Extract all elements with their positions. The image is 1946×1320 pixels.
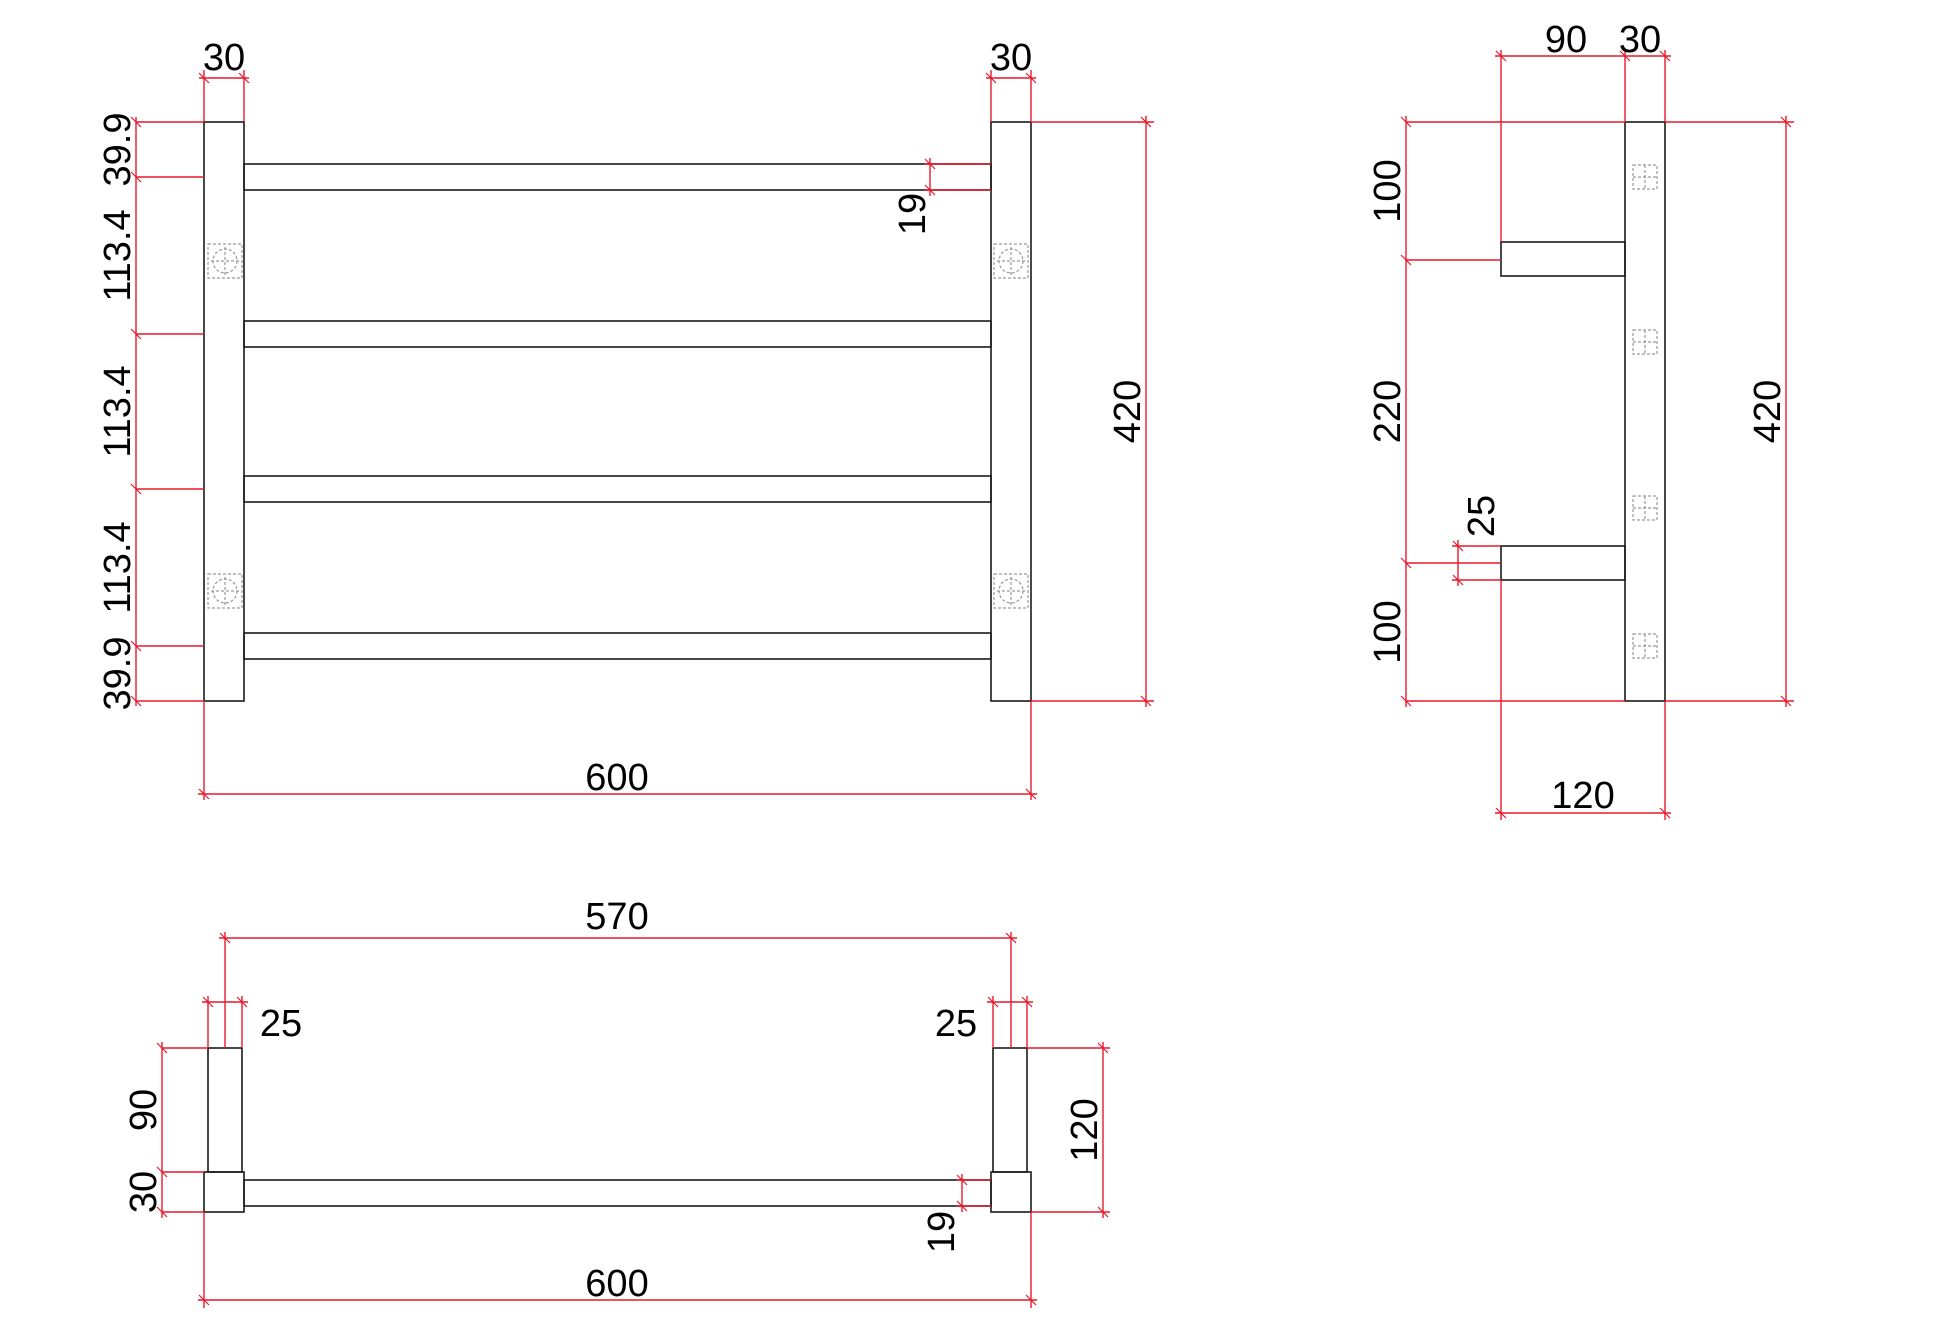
- side-arm-length-label: 90: [1545, 19, 1587, 61]
- side-bottom-arm: [1500, 545, 1626, 581]
- side-post-depth-label: 30: [1619, 19, 1661, 61]
- front-bar: [243, 163, 992, 191]
- bracket-icon: [1632, 633, 1658, 659]
- top-right-arm-width-label: 25: [935, 1003, 977, 1045]
- side-depth-label: 120: [1551, 775, 1614, 817]
- front-height-label: 420: [1107, 380, 1149, 443]
- front-bar: [243, 320, 992, 348]
- front-bar: [243, 475, 992, 503]
- top-depth-label: 120: [1064, 1098, 1106, 1161]
- top-right-arm: [992, 1047, 1028, 1173]
- front-bars: [243, 163, 992, 660]
- front-dimension-lines: [130, 70, 1154, 800]
- side-bottom-offset-label: 100: [1367, 600, 1409, 663]
- top-left-arm: [207, 1047, 243, 1173]
- bracket-icon: [1632, 495, 1658, 521]
- top-view: 570 25 25 90 30 19 120 600: [123, 896, 1110, 1308]
- top-right-post: [990, 1171, 1032, 1213]
- top-bar: [243, 1179, 992, 1207]
- top-bar-thickness-label: 19: [921, 1211, 963, 1253]
- top-left-post: [203, 1171, 245, 1213]
- front-width-label: 600: [585, 757, 648, 799]
- top-arm-length-label: 90: [123, 1089, 165, 1131]
- front-fixing-brackets: [207, 243, 1029, 609]
- bracket-icon: [1632, 164, 1658, 190]
- bracket-icon: [207, 243, 243, 279]
- side-arm-spacing-label: 220: [1367, 380, 1409, 443]
- front-left-post: [203, 121, 245, 702]
- top-dimension-lines: [156, 932, 1110, 1308]
- side-height-label: 420: [1747, 380, 1789, 443]
- front-left-post-width-label: 30: [203, 37, 245, 79]
- top-post-depth-label: 30: [123, 1171, 165, 1213]
- front-gap-bottom-label: 39.9: [97, 637, 139, 711]
- top-inner-span-label: 570: [585, 896, 648, 938]
- side-top-offset-label: 100: [1367, 159, 1409, 222]
- front-right-post-width-label: 30: [990, 37, 1032, 79]
- side-fixing-brackets: [1632, 164, 1658, 659]
- front-right-post: [990, 121, 1032, 702]
- front-bar: [243, 632, 992, 660]
- front-gap-top-label: 39.9: [97, 113, 139, 187]
- front-bar-thickness-label: 19: [892, 193, 934, 235]
- top-width-label: 600: [585, 1263, 648, 1305]
- front-pitch-2-label: 113.4: [97, 365, 139, 457]
- bracket-icon: [207, 573, 243, 609]
- front-view: 30 30 39.9 113.4 113.4 113.4 39.9 19 420…: [97, 37, 1154, 800]
- bracket-icon: [993, 243, 1029, 279]
- side-top-arm: [1500, 241, 1626, 277]
- front-pitch-3-label: 113.4: [97, 521, 139, 613]
- side-view: 90 30 100 220 100 25 420 120: [1367, 19, 1794, 820]
- top-left-arm-width-label: 25: [260, 1003, 302, 1045]
- side-arm-thickness-label: 25: [1461, 495, 1503, 537]
- front-pitch-1-label: 113.4: [97, 209, 139, 301]
- side-dimension-lines: [1400, 50, 1794, 820]
- side-post: [1624, 121, 1666, 702]
- bracket-icon: [993, 573, 1029, 609]
- bracket-icon: [1632, 329, 1658, 355]
